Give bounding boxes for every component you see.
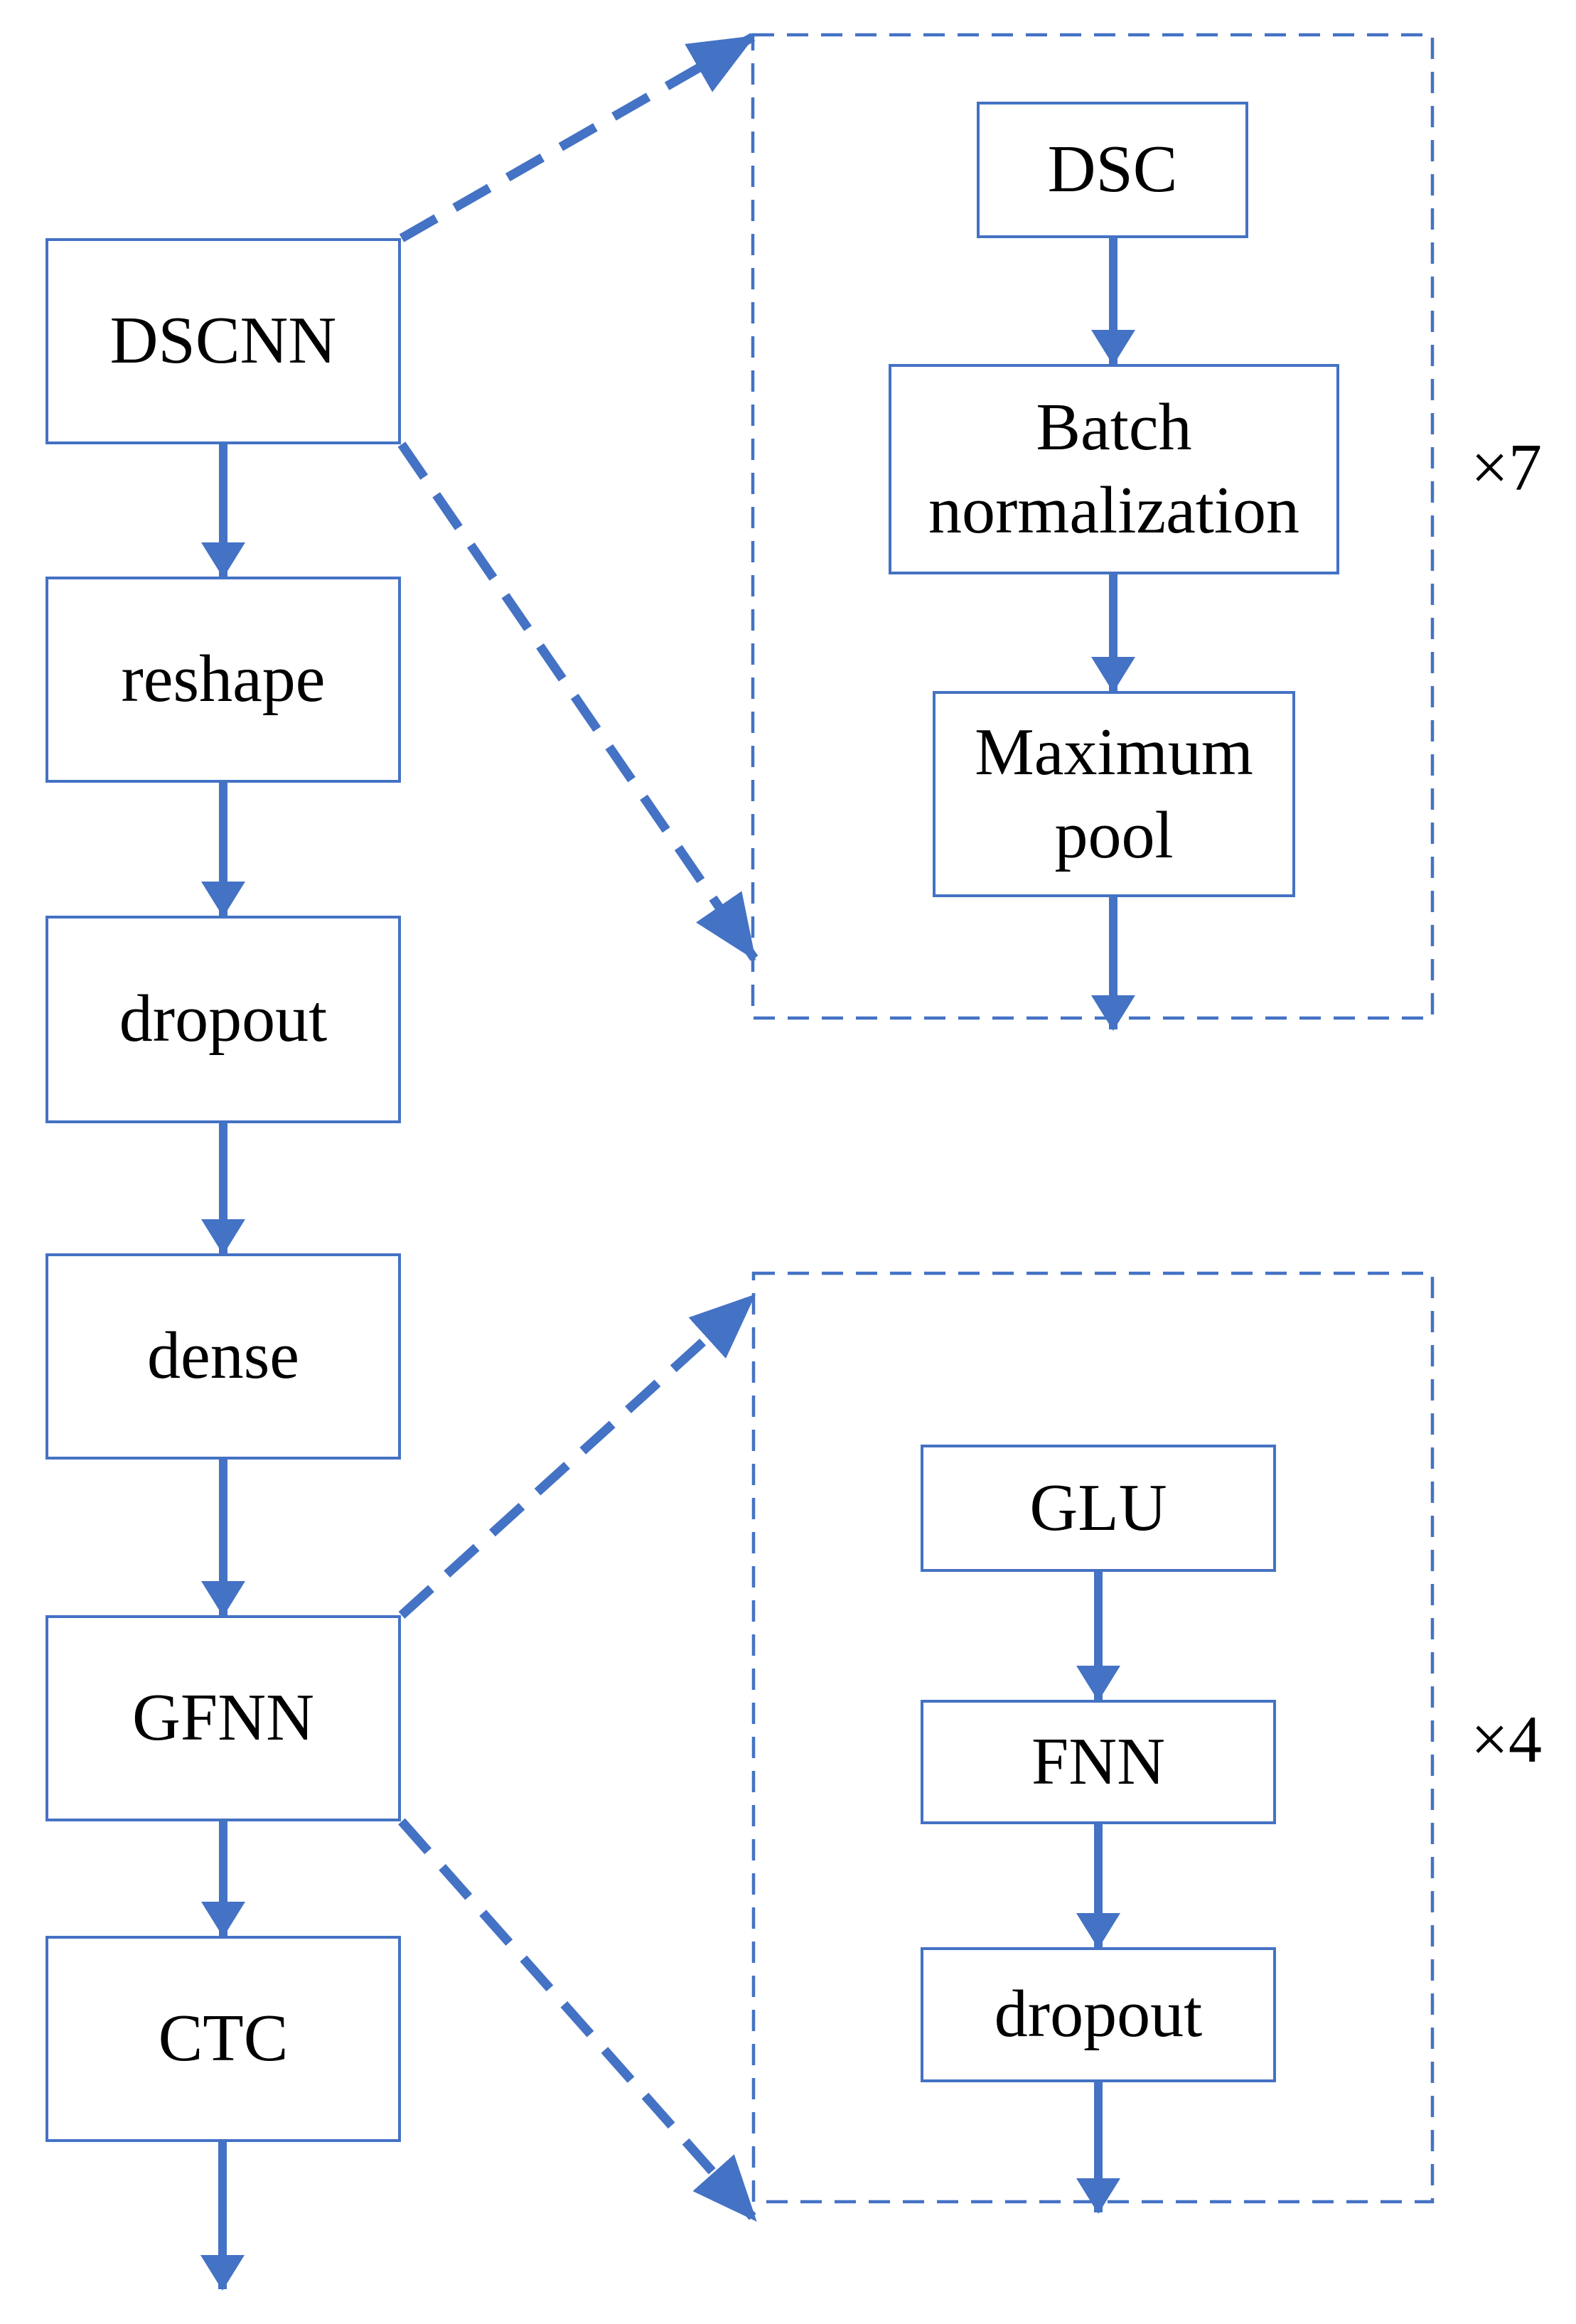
repeat-label-x7-text: ×7 (1470, 431, 1542, 505)
node-dscnn: DSCNN (45, 238, 401, 444)
node-reshape: reshape (45, 577, 401, 783)
node-batch-normalization-label: Batch normalization (928, 390, 1300, 548)
node-gfnn: GFNN (45, 1615, 401, 1821)
dashed-arrow-dscnn-to-detail-bottom (397, 441, 758, 961)
node-dropout-detail: dropout (921, 1947, 1276, 2082)
node-ctc: CTC (45, 1936, 401, 2142)
node-ctc-label: CTC (158, 2001, 289, 2076)
dscnn-detail-boundary (751, 33, 1435, 1020)
node-dense: dense (45, 1253, 401, 1460)
repeat-label-x7: ×7 (1449, 425, 1563, 510)
node-glu: GLU (921, 1445, 1276, 1572)
repeat-label-x4: ×4 (1449, 1697, 1563, 1782)
node-dscnn-label: DSCNN (109, 304, 337, 378)
node-dsc-label: DSC (1047, 132, 1178, 207)
node-dropout: dropout (45, 916, 401, 1123)
node-dense-label: dense (146, 1319, 300, 1393)
node-dropout-label: dropout (119, 982, 328, 1056)
dashed-arrow-dscnn-to-detail-top (399, 33, 756, 242)
repeat-label-x4-text: ×4 (1470, 1703, 1542, 1777)
node-fnn: FNN (921, 1700, 1276, 1824)
node-batch-normalization: Batch normalization (889, 364, 1339, 574)
node-reshape-label: reshape (121, 642, 326, 717)
node-maximum-pool-label: Maximum pool (975, 714, 1253, 873)
node-dropout-detail-label: dropout (994, 1977, 1203, 2052)
dashed-arrow-gfnn-to-detail-bottom (398, 1818, 758, 2223)
node-maximum-pool: Maximum pool (933, 691, 1295, 897)
node-glu-label: GLU (1029, 1470, 1167, 1545)
node-gfnn-label: GFNN (132, 1681, 314, 1755)
node-fnn-label: FNN (1031, 1724, 1166, 1799)
dashed-arrow-gfnn-to-detail-top (398, 1292, 757, 1619)
node-dsc: DSC (977, 102, 1248, 238)
